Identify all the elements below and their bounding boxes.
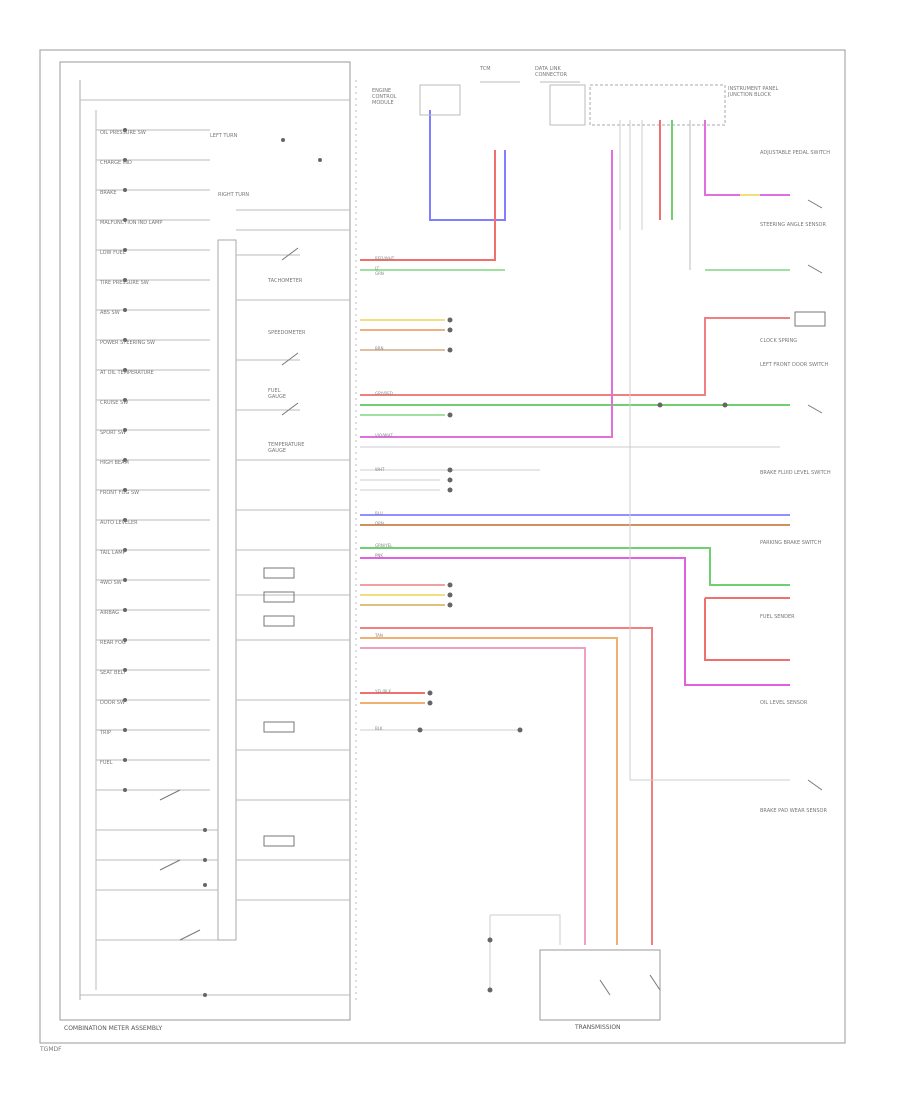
top-label: DATA LINK CONNECTOR — [535, 66, 568, 78]
wire-label: TAN — [375, 633, 383, 638]
meter-label: AT OIL TEMPERATURE — [100, 370, 154, 376]
top-label: TCM — [480, 66, 491, 72]
meter-label: SPORT SW — [100, 430, 126, 436]
meter-label: FUEL — [100, 760, 113, 766]
meter-label: TAIL LAMP — [100, 550, 126, 556]
top-label: ENGINE CONTROL MODULE — [372, 88, 397, 106]
wire-label: YEL/BLK — [375, 689, 392, 694]
wire-label: BLK — [375, 726, 383, 731]
meter-label: AIRBAG — [100, 610, 120, 616]
colored-wires — [360, 110, 790, 945]
right-label: BRAKE FLUID LEVEL SWITCH — [760, 470, 831, 476]
right-label: OIL LEVEL SENSOR — [760, 700, 808, 706]
wire-label: BRN — [375, 346, 384, 351]
meter-label: BRAKE — [100, 190, 117, 196]
right-label: PARKING BRAKE SWITCH — [760, 540, 822, 546]
meter-label: LOW FUEL — [100, 250, 126, 256]
top-connector-box — [589, 84, 726, 126]
wire-label: VIO/WHT — [375, 433, 393, 438]
right-label: CLOCK SPRING — [760, 338, 798, 344]
meter-title: COMBINATION METER ASSEMBLY — [64, 1025, 163, 1032]
right-label: LEFT FRONT DOOR SWITCH — [760, 362, 829, 368]
meter-box — [59, 61, 351, 1021]
wire-label: BLU — [375, 511, 383, 516]
right-label: STEERING ANGLE SENSOR — [760, 222, 826, 228]
inner-label: SPEEDOMETER — [268, 330, 306, 336]
wire-label: GRY/RED — [375, 391, 393, 396]
top-label: INSTRUMENT PANEL JUNCTION BLOCK — [728, 86, 779, 98]
meter-label: TIRE PRESSURE SW — [100, 280, 149, 286]
inner-label: FUEL GAUGE — [268, 388, 286, 400]
meter-label: FRONT FOG SW — [100, 490, 140, 496]
meter-label: ABS SW — [100, 310, 120, 316]
meter-label: MALFUNCTION IND LAMP — [100, 220, 163, 226]
meter-label: SEAT BELT — [100, 670, 126, 676]
meter-label: CRUISE SW — [100, 400, 129, 406]
right-label: BRAKE PAD WEAR SENSOR — [760, 808, 827, 814]
wire-label: WHT — [375, 467, 385, 472]
transmission-box — [539, 949, 661, 1021]
meter-label-list: OIL PRESSURE SW CHARGE IND BRAKE MALFUNC… — [100, 118, 210, 778]
right-label: FUEL SENDER — [760, 614, 795, 620]
meter-label: OIL PRESSURE SW — [100, 130, 146, 136]
transmission-label: TRANSMISSION — [575, 1024, 621, 1031]
corner-label: TGMDF — [40, 1046, 62, 1053]
outer-border — [39, 49, 846, 1044]
wire-label: PNK — [375, 553, 384, 558]
meter-label: TRIP — [100, 730, 112, 736]
cpu-column — [217, 239, 237, 941]
inner-label: TACHOMETER — [268, 278, 303, 284]
meter-label: HIGH BEAM — [100, 460, 129, 466]
wire-label: LT GRN — [375, 266, 384, 276]
meter-label: REAR FOG — [100, 640, 126, 646]
meter-rows — [80, 99, 350, 996]
inner-label: LEFT TURN — [210, 133, 238, 139]
wire-label: GRN/YEL — [375, 543, 393, 548]
inner-label: TEMPERATURE GAUGE — [268, 442, 305, 454]
inner-label: RIGHT TURN — [218, 192, 250, 198]
right-label: ADJUSTABLE PEDAL SWITCH — [760, 150, 830, 156]
meter-label: CHARGE IND — [100, 160, 132, 166]
meter-label: DOOR SW — [100, 700, 125, 706]
wire-label: RED/WHT — [375, 256, 395, 261]
wire-label: ORN — [375, 521, 384, 526]
meter-label: 4WD SW — [100, 580, 122, 586]
meter-label: POWER STEERING SW — [100, 340, 155, 346]
meter-label: AUTO LEVELER — [100, 520, 138, 526]
